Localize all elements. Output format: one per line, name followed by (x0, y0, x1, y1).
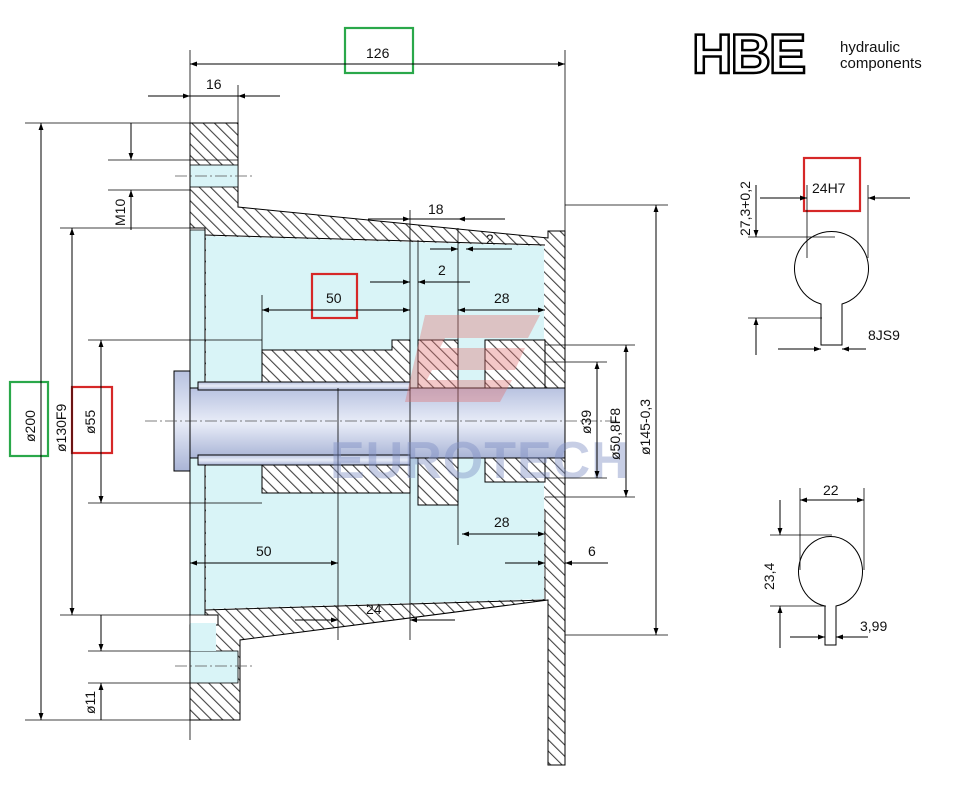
dim-bore-depth-upper: 28 (494, 290, 510, 306)
detail-keyed-height: 27,3+0,2 (737, 181, 753, 236)
dim-overall-length: 126 (366, 45, 390, 61)
logo-line2: components (840, 55, 922, 72)
highlight-hub-length (310, 272, 359, 320)
dim-gap-b: 2 (438, 262, 446, 278)
bolt-hole-bottom (189, 650, 239, 684)
eurotech-watermark: EUROTECH (330, 315, 630, 490)
dim-bore-50: ø50,8F8 (607, 408, 623, 460)
dim-bottom-length: 50 (256, 543, 272, 559)
dim-flange-dia: ø200 (22, 410, 38, 442)
small-bore-profile (798, 536, 863, 646)
detail-small-bore: 22 23,4 3,99 (761, 482, 887, 648)
highlight-key-width (802, 156, 862, 213)
hbe-logo: HBE hydraulic components (691, 21, 922, 87)
detail-small-height: 23,4 (761, 563, 777, 590)
logo-line1: hydraulic (840, 39, 901, 56)
dim-pilot-dia: ø130F9 (53, 404, 69, 452)
dim-hub-length: 50 (326, 290, 342, 306)
dim-bore-depth-lower: 28 (494, 514, 510, 530)
keyed-bore-profile (794, 231, 869, 346)
highlight-overall-length (343, 26, 415, 75)
dim-gap-a: 2 (486, 231, 494, 247)
watermark-logo-icon (405, 315, 540, 402)
dim-outer-145: ø145-0,3 (637, 399, 653, 455)
dim-wall: 6 (588, 543, 596, 559)
detail-keyed-key: 8JS9 (868, 327, 900, 343)
highlight-flange-dia (8, 380, 50, 458)
watermark-text: EUROTECH (330, 432, 630, 490)
logo-mark: HBE (692, 22, 805, 85)
detail-small-width: 22 (823, 482, 839, 498)
dim-taper-bottom: 24 (366, 601, 382, 617)
detail-keyed-bore: 24H7 27,3+0,2 8JS9 (737, 180, 910, 355)
detail-small-key: 3,99 (860, 618, 887, 634)
adapter-flange-section (145, 122, 620, 766)
dim-bore-39: ø39 (578, 410, 594, 434)
detail-keyed-width: 24H7 (812, 180, 846, 196)
dim-flange-thickness: 16 (206, 76, 222, 92)
dim-taper-offset: 18 (428, 201, 444, 217)
dim-thread: M10 (112, 199, 128, 226)
dim-hub-dia: ø55 (82, 410, 98, 434)
shaft (189, 387, 566, 459)
dim-hole-dia: ø11 (82, 691, 98, 714)
